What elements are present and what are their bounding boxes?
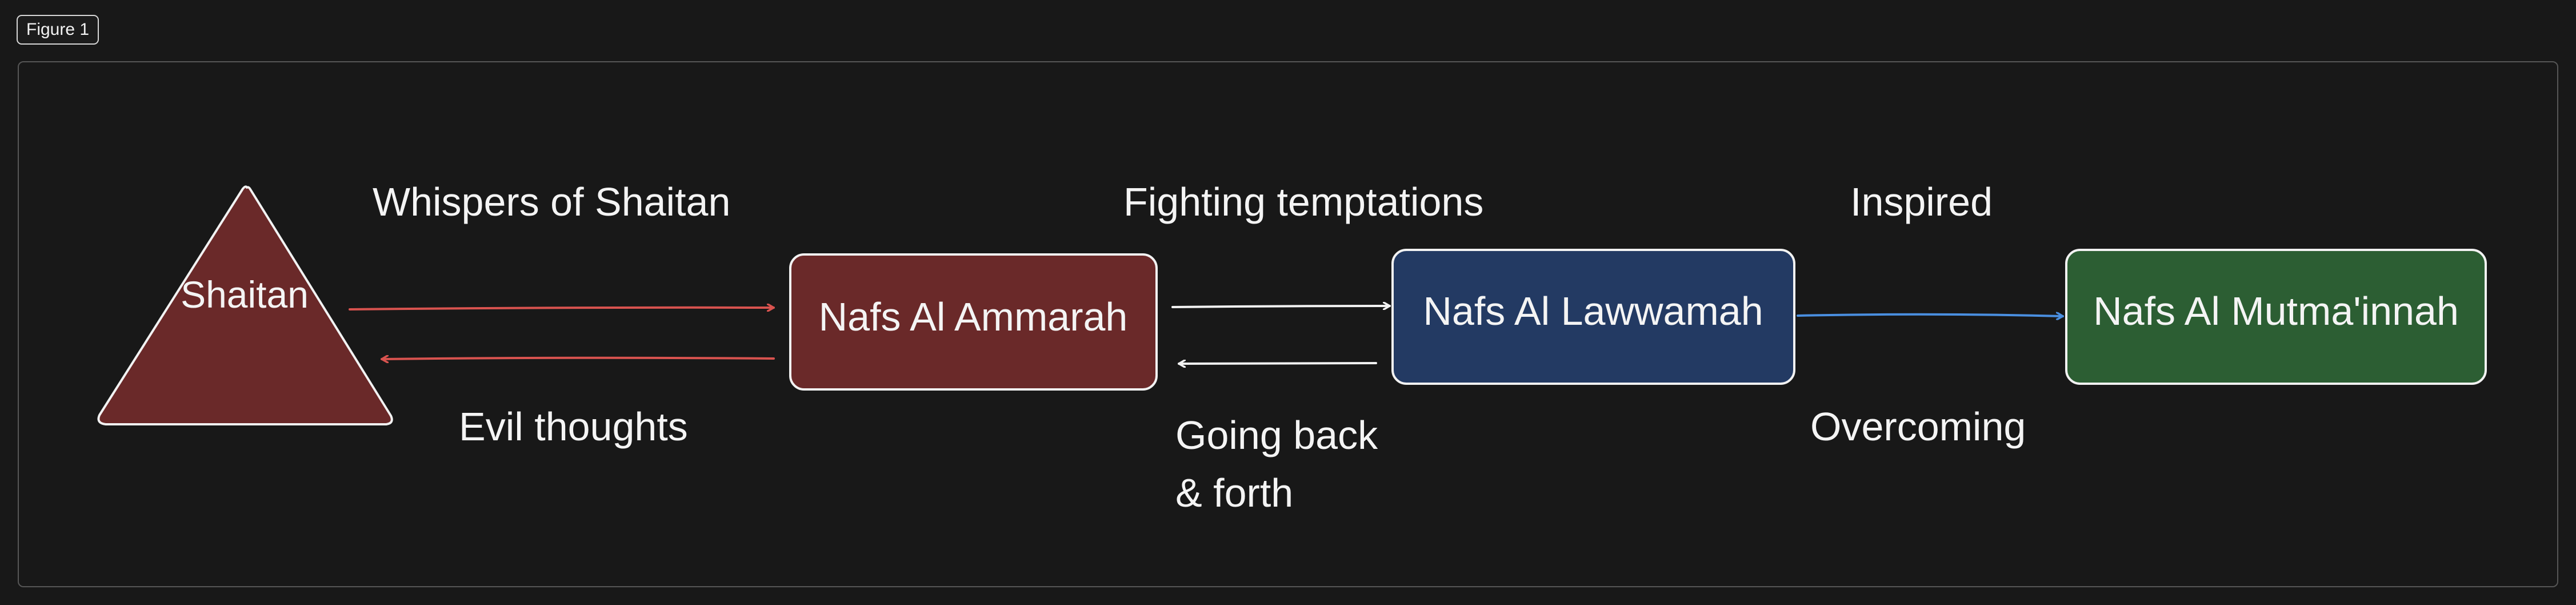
node-nafs-al-ammarah: Nafs Al Ammarah (789, 253, 1158, 391)
mutmainnah-box (2065, 249, 2487, 385)
arrow-inspired (1797, 315, 2064, 316)
lawwamah-box (1391, 249, 1795, 385)
label-overcoming: Overcoming (1810, 404, 2026, 449)
figure-frame (18, 61, 2558, 587)
label-going-back-line2: & forth (1175, 471, 1293, 515)
arrow-fighting-temptations (1171, 306, 1391, 307)
label-inspired: Inspired (1850, 180, 1993, 224)
node-nafs-al-mutmainnah: Nafs Al Mutma'innah (2065, 249, 2487, 385)
arrow-whispers (349, 308, 775, 309)
shaitan-triangle (97, 185, 393, 425)
shaitan-label: Shaitan (181, 273, 309, 316)
ammarah-box (789, 253, 1158, 391)
lawwamah-label: Nafs Al Lawwamah (1423, 289, 1763, 333)
node-nafs-al-lawwamah: Nafs Al Lawwamah (1391, 249, 1795, 385)
figure-label: Figure 1 (17, 15, 99, 45)
arrow-going-back (1178, 363, 1377, 364)
arrow-evil-thoughts (381, 358, 775, 359)
label-whispers-of-shaitan: Whispers of Shaitan (373, 180, 730, 224)
node-shaitan: Shaitan (97, 185, 393, 425)
label-fighting-temptations: Fighting temptations (1123, 180, 1483, 224)
mutmainnah-label: Nafs Al Mutma'innah (2093, 289, 2459, 333)
label-evil-thoughts: Evil thoughts (459, 404, 688, 449)
label-going-back-line1: Going back (1175, 413, 1378, 457)
ammarah-label: Nafs Al Ammarah (819, 294, 1128, 339)
